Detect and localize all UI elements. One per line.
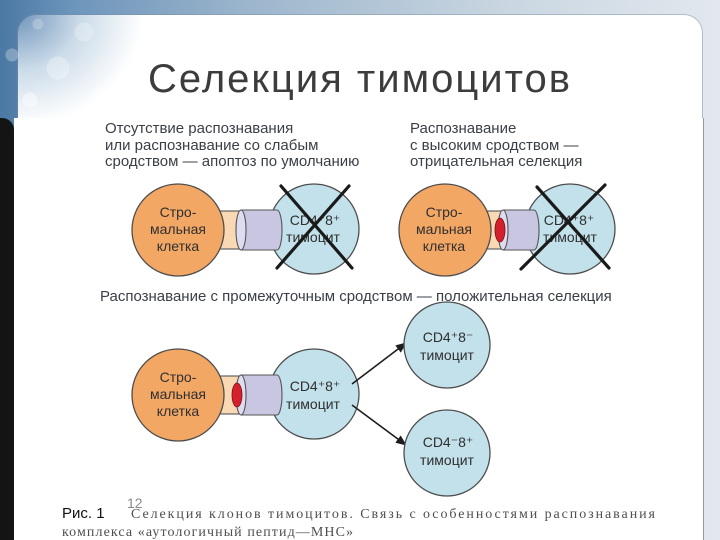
cross-mark-stroke bbox=[519, 183, 607, 271]
cross-mark-icon bbox=[275, 184, 354, 270]
thymocyte-label: CD4⁻8⁺ bbox=[423, 434, 474, 450]
figure-caption-line: Селекция клонов тимоцитов. Связь с особе… bbox=[131, 507, 656, 522]
panel-caption-line: Отсутствие распознавания bbox=[105, 120, 293, 137]
figure-label: Рис. 1 bbox=[62, 505, 105, 522]
thymocyte bbox=[403, 301, 491, 389]
stromal-cell-label: Стро- bbox=[426, 204, 463, 220]
arrow-icon bbox=[351, 342, 407, 385]
panel-caption-line: Распознавание bbox=[410, 120, 516, 137]
arrow-icon bbox=[351, 404, 407, 446]
panel-caption-line: отрицательная селекция bbox=[410, 153, 582, 170]
thymocyte-label: тимоцит bbox=[420, 347, 474, 363]
cross-mark-icon bbox=[519, 183, 611, 271]
thymocyte-label: CD4⁺8⁺ bbox=[290, 378, 341, 394]
panel-caption-line: сродством — апоптоз по умолчанию bbox=[105, 153, 359, 170]
stromal-cell-label: клетка bbox=[157, 238, 200, 254]
panel-high-affinity-recognition: Распознавание с высоким сродством — отри… bbox=[398, 120, 616, 277]
stromal-cell bbox=[398, 183, 492, 277]
panel-caption-line: с высоким сродством — bbox=[410, 137, 578, 154]
t-cell-receptor bbox=[502, 209, 540, 251]
stromal-cell-label: клетка bbox=[423, 238, 466, 254]
stromal-cell bbox=[131, 348, 225, 442]
thymocyte-label: тимоцит bbox=[286, 396, 340, 412]
slide-number: 12 bbox=[127, 495, 143, 511]
thymocyte-label: CD4⁺8⁻ bbox=[423, 329, 474, 345]
t-cell-receptor-end bbox=[235, 209, 247, 251]
t-cell-receptor bbox=[240, 374, 283, 416]
stromal-cell-label: Стро- bbox=[160, 369, 197, 385]
peptide bbox=[231, 382, 243, 408]
figure-caption: Рис. 1 Селекция клонов тимоцитов. Связь … bbox=[62, 495, 656, 540]
stromal-cell-label: мальная bbox=[150, 221, 206, 237]
cross-mark-stroke bbox=[535, 185, 611, 270]
panel-intermediate-affinity-recognition: Распознавание с промежуточным сродством … bbox=[100, 288, 612, 497]
stromal-cell-label: мальная bbox=[416, 221, 472, 237]
slide-title: Селекция тимоцитов bbox=[148, 57, 572, 101]
t-cell-receptor bbox=[240, 209, 283, 251]
cross-mark-stroke bbox=[279, 184, 354, 270]
thymocyte-label: CD4⁺8⁺ bbox=[290, 212, 341, 228]
cross-mark-stroke bbox=[275, 184, 351, 270]
thymocyte bbox=[403, 409, 491, 497]
thymocyte-label: тимоцит bbox=[420, 452, 474, 468]
stromal-cell-label: мальная bbox=[150, 386, 206, 402]
figure-caption-line: комплекса «аутологичный пептид—МНС» bbox=[62, 525, 353, 540]
figure-frame bbox=[0, 118, 14, 540]
stromal-cell-label: клетка bbox=[157, 403, 200, 419]
panel-weak-recognition: Отсутствие распознавания или распознаван… bbox=[105, 120, 360, 277]
thymocyte-label: тимоцит bbox=[286, 229, 340, 245]
panel-caption-line: или распознавание со слабым bbox=[105, 137, 318, 154]
peptide bbox=[494, 217, 506, 243]
stromal-cell-label: Стро- bbox=[160, 204, 197, 220]
stromal-cell bbox=[131, 183, 225, 277]
outcome-cd4-single-positive: CD4⁺8⁻ тимоцит bbox=[403, 301, 491, 389]
panel-caption: Распознавание с промежуточным сродством … bbox=[100, 288, 612, 305]
outcome-cd8-single-positive: CD4⁻8⁺ тимоцит bbox=[403, 409, 491, 497]
